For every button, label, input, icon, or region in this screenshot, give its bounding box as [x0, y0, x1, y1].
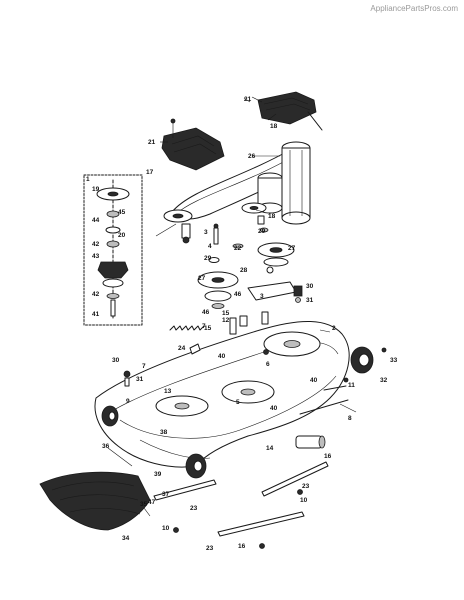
callout-8: 8 [348, 415, 352, 422]
callout-5: 5 [236, 399, 240, 406]
center-hardware [208, 223, 269, 263]
callout-36: 36 [102, 443, 110, 450]
callout-29: 29 [204, 255, 212, 262]
callout-20: 20 [118, 232, 126, 239]
deck-wheel-right [350, 346, 374, 374]
callout-31b: 31 [306, 297, 314, 304]
callout-33: 33 [390, 357, 398, 364]
callout-32: 32 [380, 377, 388, 384]
callout-18b: 18 [268, 213, 276, 220]
callout-47: 47 [148, 499, 156, 506]
blade-adapter [295, 435, 326, 449]
callout-17: 17 [146, 169, 154, 176]
callout-24: 24 [178, 345, 186, 352]
callout-42b: 42 [92, 291, 100, 298]
callout-42: 42 [92, 241, 100, 248]
engine-pulley [257, 141, 311, 225]
callout-22: 22 [234, 245, 242, 252]
callout-31: 31 [136, 376, 144, 383]
right-idler-pulley [241, 202, 267, 225]
mower-deck-body [94, 321, 350, 468]
callout-45: 45 [118, 209, 126, 216]
callout-3b: 3 [260, 293, 264, 300]
callout-40: 40 [218, 353, 226, 360]
callout-34: 34 [122, 535, 130, 542]
callout-29b: 29 [258, 228, 266, 235]
spindle-inset [83, 174, 143, 326]
callout-46: 46 [202, 309, 210, 316]
callout-30: 30 [112, 357, 120, 364]
callout-15b: 15 [222, 310, 230, 317]
tension-spring [169, 325, 205, 331]
callout-16b: 16 [238, 543, 246, 550]
callout-9: 9 [126, 398, 130, 405]
left-idler-pulley [163, 209, 193, 244]
callout-7b: 7 [202, 323, 206, 330]
callout-7: 7 [142, 363, 146, 370]
misc-hardware [123, 317, 387, 549]
deck-wheel-front-left [101, 405, 119, 427]
callout-6: 6 [266, 361, 270, 368]
callout-10: 10 [300, 497, 308, 504]
watermark: AppliancePartsPros.com [370, 4, 458, 13]
mower-blade-left [153, 479, 217, 501]
callout-27b: 27 [288, 245, 296, 252]
callout-18: 18 [270, 123, 278, 130]
callout-15: 15 [204, 325, 212, 332]
callout-16: 16 [324, 453, 332, 460]
callout-23: 23 [190, 505, 198, 512]
right-bracket-hardware [239, 285, 303, 327]
callout-11: 11 [348, 382, 355, 389]
mower-blade-bottom [217, 511, 305, 537]
callout-23c: 23 [206, 545, 214, 552]
callout-2: 2 [332, 325, 336, 332]
callout-43: 43 [92, 253, 100, 260]
callout-4: 4 [208, 243, 212, 250]
callout-40b: 40 [270, 405, 278, 412]
callout-46b: 46 [234, 291, 242, 298]
callout-35: 35 [140, 501, 148, 508]
left-belt-cover [161, 118, 225, 171]
callout-21: 21 [148, 139, 156, 146]
callout-30b: 30 [306, 283, 314, 290]
callout-3: 3 [204, 229, 208, 236]
callout-labels: 1 2 8 9 10 10 11 13 15 15 16 16 17 18 18… [86, 96, 398, 552]
callout-37: 37 [162, 491, 170, 498]
callout-21b: 21 [244, 96, 252, 103]
callout-27: 27 [198, 275, 206, 282]
deck-wheel-rear [185, 453, 207, 479]
center-spindle-pulley [197, 271, 239, 309]
callout-38: 38 [160, 429, 168, 436]
leader-lines [107, 96, 357, 517]
callout-1: 1 [86, 176, 90, 183]
callout-40c: 40 [310, 377, 318, 384]
callout-23b: 23 [302, 483, 310, 490]
discharge-chute [39, 471, 151, 531]
callout-12: 12 [222, 317, 230, 324]
callout-41: 41 [92, 311, 100, 318]
callout-44: 44 [92, 217, 100, 224]
callout-13: 13 [164, 388, 172, 395]
mower-blade-right [261, 461, 329, 497]
callout-28: 28 [240, 267, 248, 274]
callout-26: 26 [248, 153, 256, 160]
right-belt-cover [243, 91, 323, 131]
callout-39: 39 [154, 471, 162, 478]
callout-14: 14 [266, 445, 274, 452]
callout-19: 19 [92, 186, 100, 193]
callout-10b: 10 [162, 525, 170, 532]
deck-arm-rod [299, 385, 349, 415]
